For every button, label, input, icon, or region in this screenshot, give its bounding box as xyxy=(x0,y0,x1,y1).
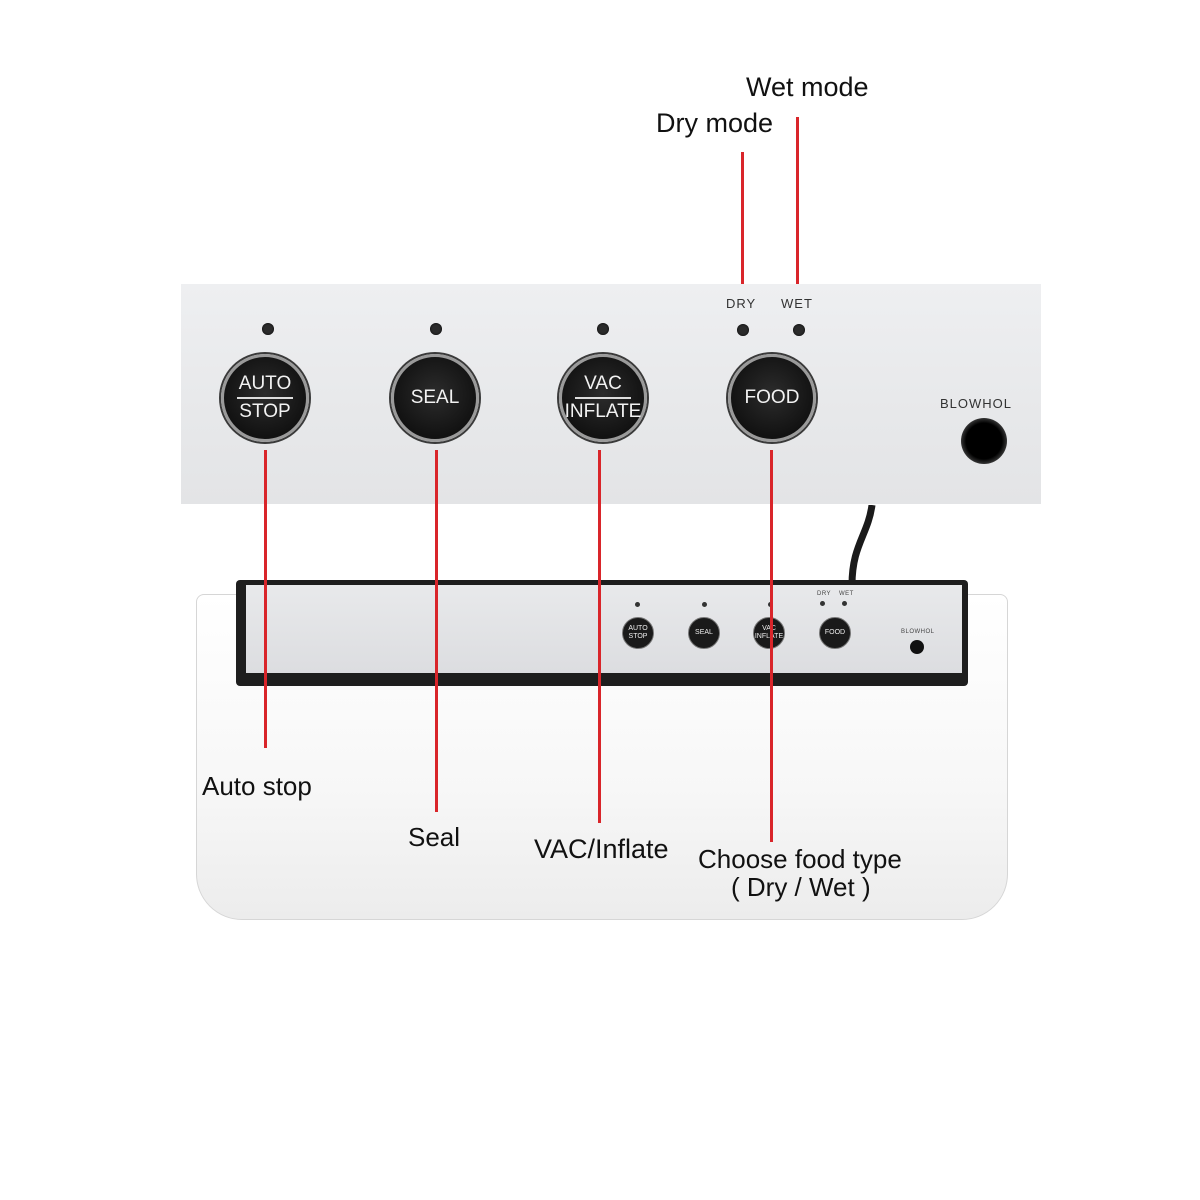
food-label: FOOD xyxy=(744,387,800,408)
dry-led xyxy=(737,324,749,336)
vac-small-label: VAC xyxy=(762,625,776,632)
wet-mode-callout: Wet mode xyxy=(746,72,869,102)
wet-small-led xyxy=(842,601,847,606)
seal-button[interactable]: SEAL xyxy=(391,354,479,442)
seal-label: SEAL xyxy=(410,387,460,408)
auto-stop-led xyxy=(262,323,274,335)
blowhole-port[interactable] xyxy=(961,418,1007,464)
wet-small-label: WET xyxy=(839,591,854,597)
auto-stop-divider xyxy=(237,397,293,399)
auto-stop-button[interactable]: AUTO STOP xyxy=(221,354,309,442)
seal-small-led xyxy=(702,602,707,607)
lid-control-panel: DRY WET AUTO STOP SEAL VAC INFLATE FOOD … xyxy=(246,585,962,673)
dry-mode-callout: Dry mode xyxy=(656,108,774,138)
vac-inflate-divider xyxy=(575,397,631,399)
wet-mode-leader-line xyxy=(796,117,799,288)
auto-small-label: AUTO xyxy=(628,625,648,632)
blowhole-small-port[interactable] xyxy=(910,640,924,654)
vac-label: VAC xyxy=(584,373,622,394)
food-leader-line xyxy=(770,450,773,842)
dry-small-led xyxy=(820,601,825,606)
zoomed-control-panel: DRY WET AUTO STOP SEAL VAC INFLATE FOOD … xyxy=(181,284,1041,504)
food-small-button[interactable]: FOOD xyxy=(819,617,851,649)
wet-led xyxy=(793,324,805,336)
blowhole-small-label: BLOWHOL xyxy=(901,629,935,635)
seal-callout: Seal xyxy=(408,822,461,852)
auto-label: AUTO xyxy=(238,373,292,394)
auto-stop-leader-line xyxy=(264,450,267,748)
auto-stop-small-button[interactable]: AUTO STOP xyxy=(622,617,654,649)
seal-led xyxy=(430,323,442,335)
seal-leader-line xyxy=(435,450,438,812)
dry-mode-leader-line xyxy=(741,152,744,288)
vac-inflate-small-button[interactable]: VAC INFLATE xyxy=(753,617,785,649)
power-cord xyxy=(848,505,876,585)
inflate-label: INFLATE xyxy=(564,401,642,422)
stop-label: STOP xyxy=(239,401,291,422)
vac-inflate-leader-line xyxy=(598,450,601,823)
inflate-small-label: INFLATE xyxy=(754,633,784,640)
dry-small-label: DRY xyxy=(817,591,832,597)
vac-inflate-callout: VAC/Inflate xyxy=(534,834,669,864)
seal-small-button[interactable]: SEAL xyxy=(688,617,720,649)
auto-stop-callout: Auto stop xyxy=(202,771,312,801)
auto-stop-small-led xyxy=(635,602,640,607)
food-small-label: FOOD xyxy=(824,629,846,636)
dry-wet-callout: ( Dry / Wet ) xyxy=(731,872,871,902)
food-button[interactable]: FOOD xyxy=(728,354,816,442)
seal-small-label: SEAL xyxy=(695,629,713,636)
wet-indicator-label: WET xyxy=(781,296,813,311)
dry-indicator-label: DRY xyxy=(726,296,757,311)
vac-inflate-button[interactable]: VAC INFLATE xyxy=(559,354,647,442)
vac-inflate-led xyxy=(597,323,609,335)
stop-small-label: STOP xyxy=(628,633,648,640)
blowhole-label: BLOWHOL xyxy=(940,396,1013,411)
choose-food-type-callout: Choose food type xyxy=(698,844,902,874)
